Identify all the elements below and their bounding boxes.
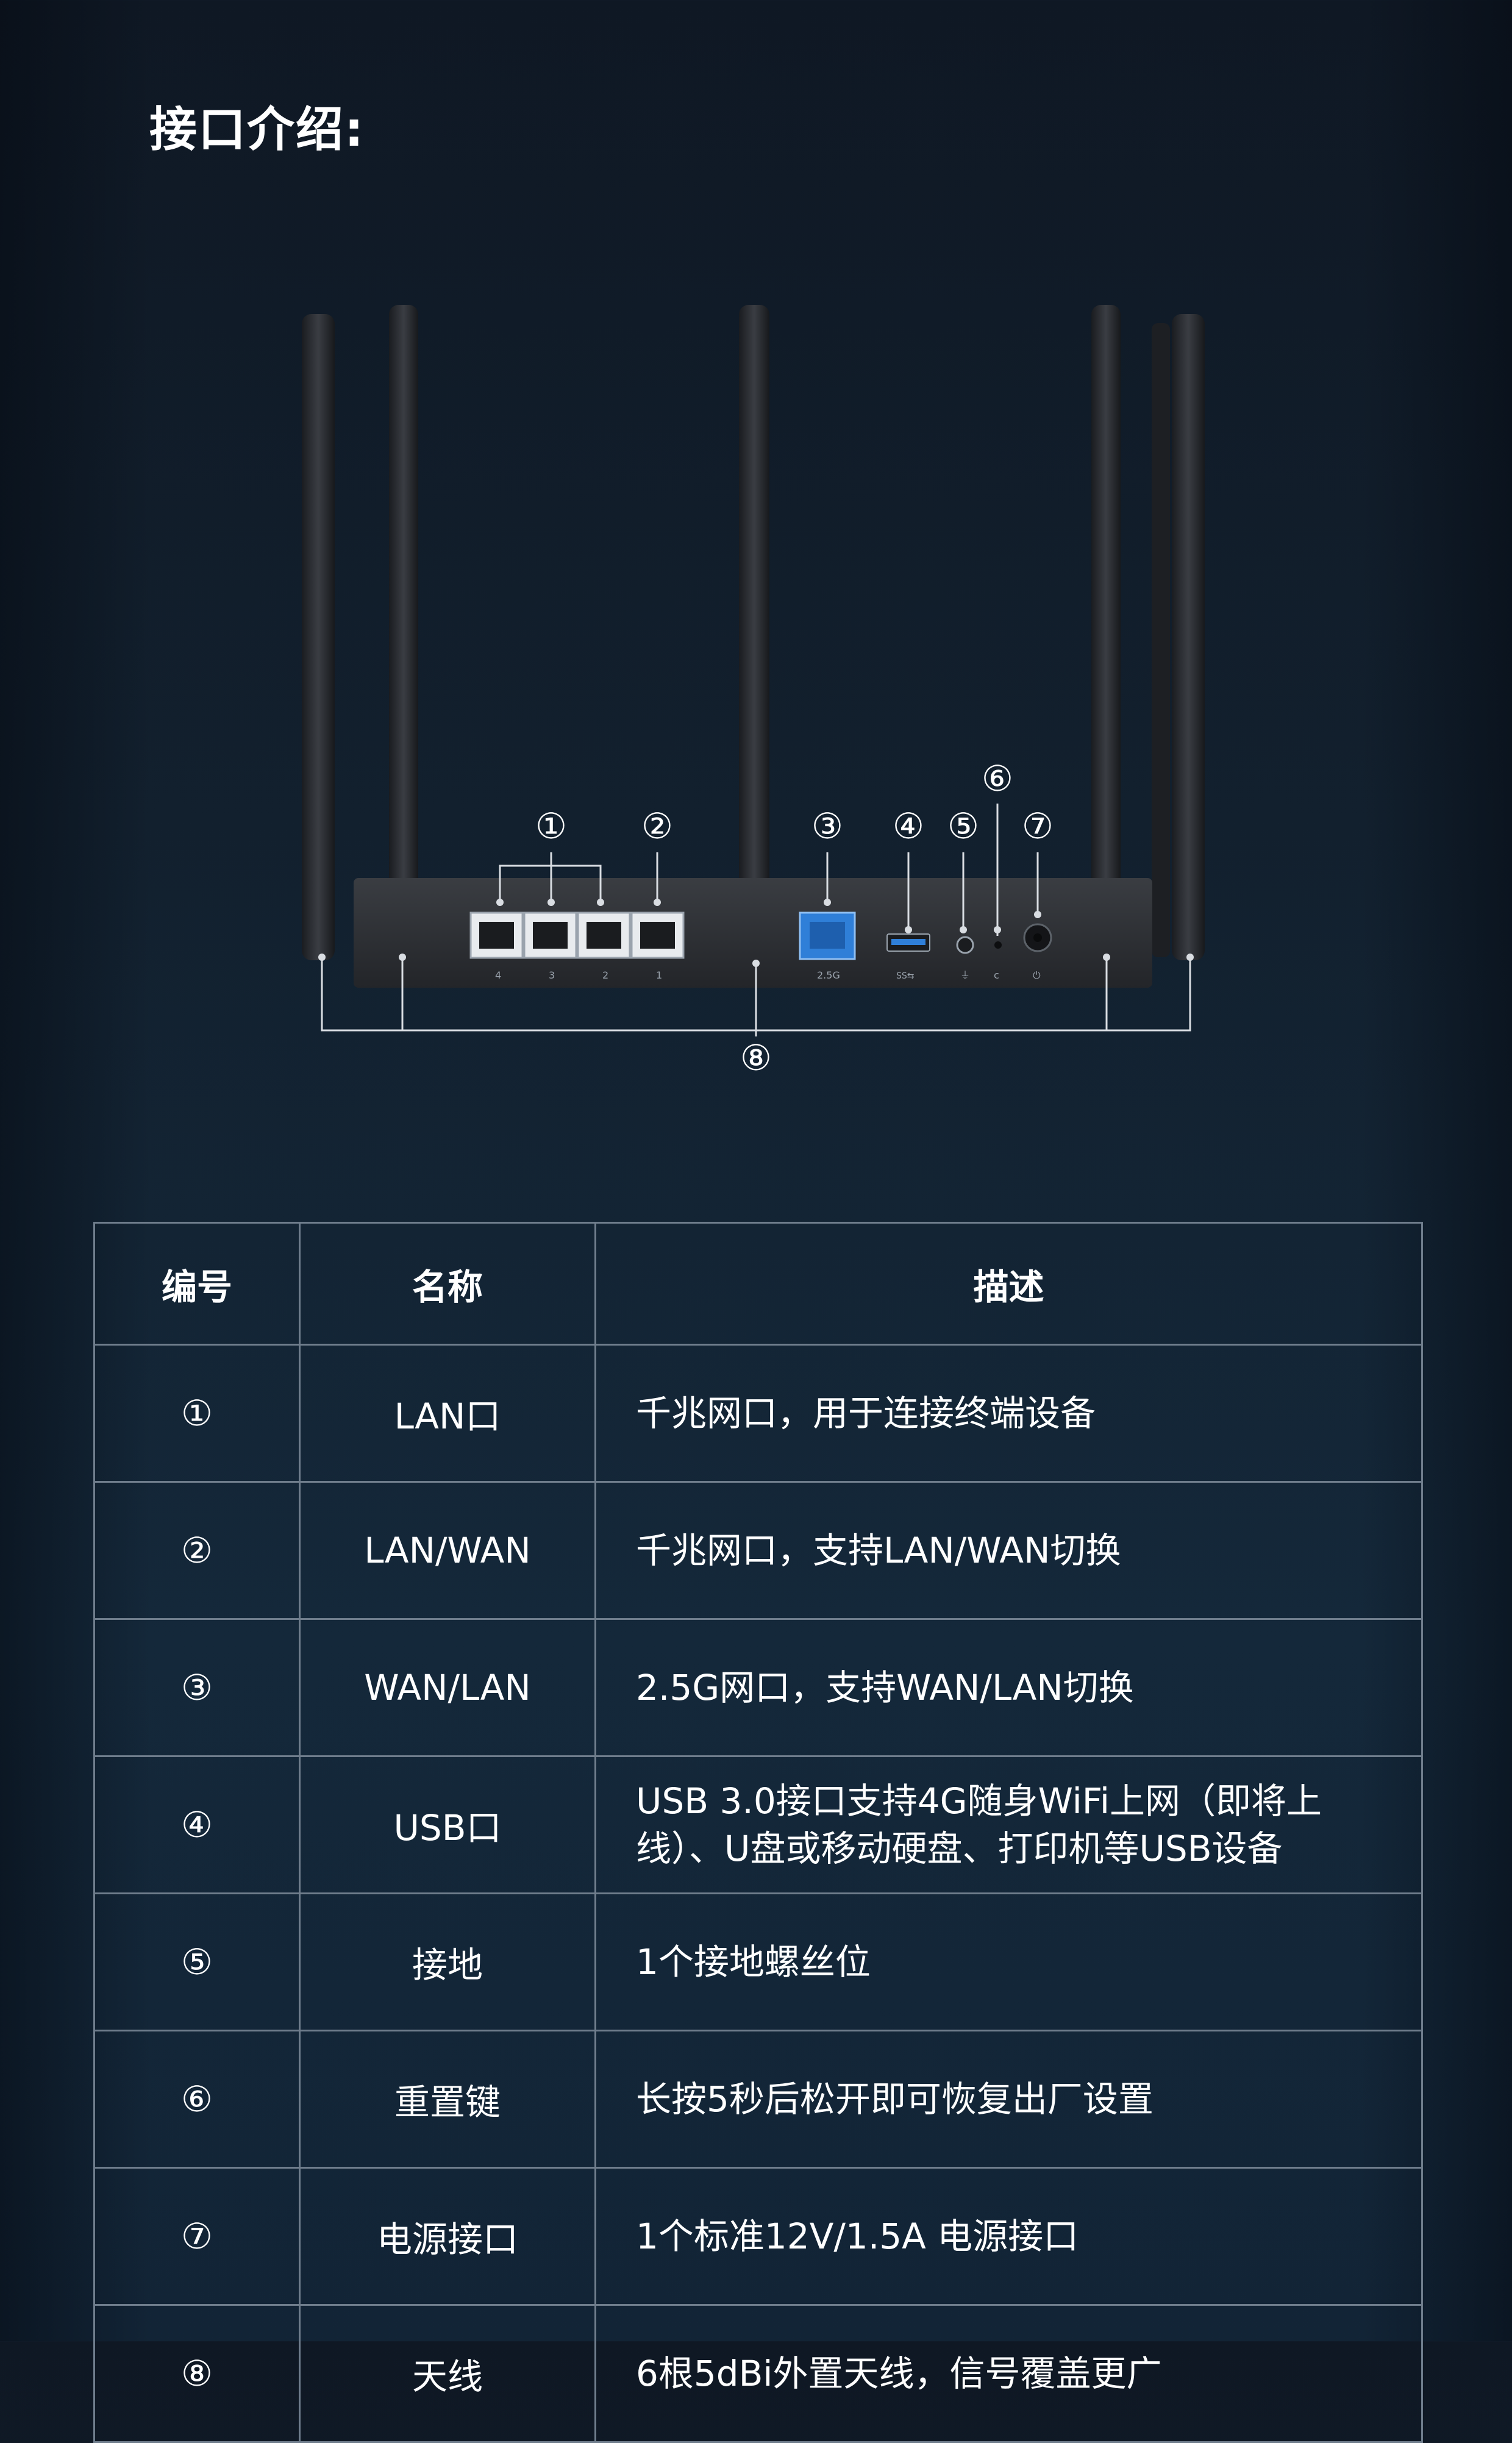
row-number: ⑦ xyxy=(93,2167,301,2306)
row-description: 1个标准12V/1.5A 电源接口 xyxy=(594,2167,1423,2306)
antennas xyxy=(302,305,1205,969)
header-number: 编号 xyxy=(93,1222,301,1346)
row-description: USB 3.0接口支持4G随身WiFi上网（即将上线）、U盘或移动硬盘、打印机等… xyxy=(594,1755,1423,1894)
row-number: ③ xyxy=(93,1618,301,1757)
router-body xyxy=(354,878,1152,988)
row-number: ④ xyxy=(93,1755,301,1894)
row-name: LAN口 xyxy=(299,1344,596,1483)
row-number: ⑤ xyxy=(93,1892,301,2031)
callout-4: ④ xyxy=(893,805,924,847)
table-header-row: 编号 名称 描述 xyxy=(93,1222,1423,1346)
callout-7: ⑦ xyxy=(1022,805,1054,847)
router-back-illustration: 4 3 2 1 2.5G SS⇆ ⏚ ⅽ ⏻ xyxy=(302,305,1205,1079)
lan-number-1: 1 xyxy=(656,969,662,981)
spec-table: 编号 名称 描述 ① LAN口 千兆网口，用于连接终端设备 ② LAN/WAN … xyxy=(93,1222,1423,2443)
ground-label: ⏚ xyxy=(960,969,970,981)
row-number: ① xyxy=(93,1344,301,1483)
callout-5: ⑤ xyxy=(947,805,979,847)
row-description: 千兆网口，支持LAN/WAN切换 xyxy=(594,1481,1423,1620)
table-row: ⑧ 天线 6根5dBi外置天线，信号覆盖更广 xyxy=(93,2304,1423,2443)
table-row: ⑥ 重置键 长按5秒后松开即可恢复出厂设置 xyxy=(93,2030,1423,2169)
row-name: 电源接口 xyxy=(299,2167,596,2306)
table-row: ② LAN/WAN 千兆网口，支持LAN/WAN切换 xyxy=(93,1481,1423,1620)
row-name: 天线 xyxy=(299,2304,596,2443)
header-description: 描述 xyxy=(594,1222,1423,1346)
reset-hole xyxy=(994,941,1002,949)
antenna-3 xyxy=(739,305,769,969)
row-name: 接地 xyxy=(299,1892,596,2031)
page-title: 接口介绍: xyxy=(149,102,365,157)
row-description: 6根5dBi外置天线，信号覆盖更广 xyxy=(594,2304,1423,2443)
callout-6: ⑥ xyxy=(982,758,1013,799)
usb-port-label: SS⇆ xyxy=(896,971,915,981)
callout-3: ③ xyxy=(811,805,843,847)
leader-lines xyxy=(321,804,1191,1036)
lan-ports xyxy=(469,911,685,959)
lan-number-2: 2 xyxy=(602,969,608,981)
row-name: 重置键 xyxy=(299,2030,596,2169)
wan-port-label: 2.5G xyxy=(817,969,840,981)
lan-number-4: 4 xyxy=(495,969,501,981)
table-row: ⑤ 接地 1个接地螺丝位 xyxy=(93,1892,1423,2031)
antenna-5 xyxy=(1172,314,1205,960)
antenna-6 xyxy=(1152,323,1170,957)
table-row: ④ USB口 USB 3.0接口支持4G随身WiFi上网（即将上线）、U盘或移动… xyxy=(93,1755,1423,1894)
antenna-2 xyxy=(389,305,418,963)
row-number: ⑥ xyxy=(93,2030,301,2169)
lan-number-3: 3 xyxy=(549,969,555,981)
row-description: 2.5G网口，支持WAN/LAN切换 xyxy=(594,1618,1423,1757)
row-name: LAN/WAN xyxy=(299,1481,596,1620)
callout-8: ⑧ xyxy=(740,1037,772,1079)
row-name: WAN/LAN xyxy=(299,1618,596,1757)
row-number: ② xyxy=(93,1481,301,1620)
antenna-1 xyxy=(302,314,335,960)
antenna-4 xyxy=(1091,305,1121,963)
ground-screw xyxy=(956,936,974,954)
callout-2: ② xyxy=(641,805,673,847)
reset-label: ⅽ xyxy=(994,969,999,981)
header-name: 名称 xyxy=(299,1222,596,1346)
table-row: ③ WAN/LAN 2.5G网口，支持WAN/LAN切换 xyxy=(93,1618,1423,1757)
power-label: ⏻ xyxy=(1033,969,1041,981)
row-description: 1个接地螺丝位 xyxy=(594,1892,1423,2031)
row-name: USB口 xyxy=(299,1755,596,1894)
row-description: 千兆网口，用于连接终端设备 xyxy=(594,1344,1423,1483)
table-row: ⑦ 电源接口 1个标准12V/1.5A 电源接口 xyxy=(93,2167,1423,2306)
table-row: ① LAN口 千兆网口，用于连接终端设备 xyxy=(93,1344,1423,1483)
row-number: ⑧ xyxy=(93,2304,301,2443)
callout-1: ① xyxy=(535,805,567,847)
leader-dots xyxy=(318,899,1194,967)
row-description: 长按5秒后松开即可恢复出厂设置 xyxy=(594,2030,1423,2169)
